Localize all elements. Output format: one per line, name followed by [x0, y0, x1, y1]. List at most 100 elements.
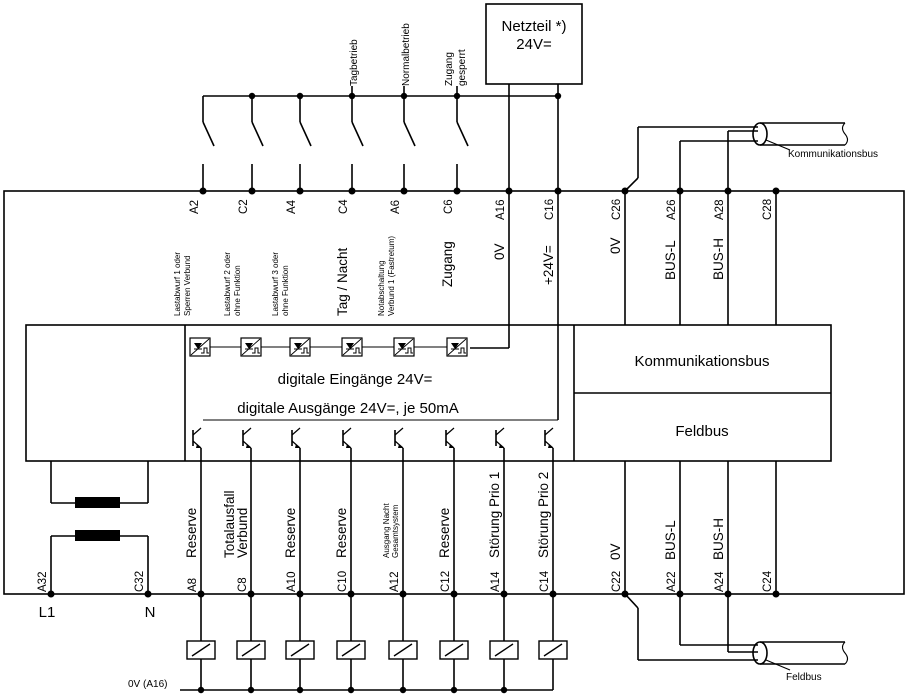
label-a8: Reserve — [184, 508, 199, 558]
label-c14: Störung Prio 2 — [536, 472, 551, 558]
output-function-labels: Reserve Totalausfall Verbund Reserve Res… — [184, 472, 726, 560]
power-supply: Netzteil *) 24V= — [485, 3, 583, 85]
label-c12: Reserve — [437, 508, 452, 558]
relay-7 — [489, 640, 519, 660]
label-gesperrt: gesperrt — [457, 49, 468, 86]
optocoupler-3 — [289, 337, 311, 357]
label-a2-line1: Lastabwurf 1 oder — [173, 252, 182, 316]
label-c16: +24V= — [541, 245, 556, 285]
label-a4-line2: ohne Funktion — [281, 265, 290, 316]
pin-c22: C22 — [611, 571, 623, 592]
optocoupler-1 — [189, 337, 211, 357]
transistor-5 — [394, 427, 404, 449]
label-tagbetrieb: Tagbetrieb — [349, 39, 360, 86]
label-c22: 0V — [608, 543, 623, 560]
pin-a14: A14 — [490, 571, 502, 592]
label-a10: Reserve — [283, 508, 298, 558]
pin-a24: A24 — [714, 571, 726, 592]
label-a12-line2: Gesamtsystem — [391, 504, 400, 558]
power-supply-title: Netzteil *) — [501, 18, 566, 35]
transistor-2 — [242, 427, 252, 449]
label-a16: 0V — [492, 243, 507, 260]
label-c4: Tag / Nacht — [335, 247, 350, 316]
label-a28: BUS-H — [711, 238, 726, 280]
pin-c26: C26 — [611, 199, 623, 220]
pin-a10: A10 — [286, 572, 298, 592]
input-optocouplers — [189, 337, 468, 357]
label-a12-line1: Ausgang Nacht — [382, 503, 391, 558]
pin-a4: A4 — [286, 199, 298, 214]
relay-8 — [538, 640, 568, 660]
mains-l1: L1 — [39, 604, 56, 621]
pin-a26: A26 — [666, 200, 678, 220]
pin-c10: C10 — [337, 571, 349, 592]
input-function-labels: Lastabwurf 1 oder Sperren Verbund Lastab… — [173, 236, 726, 316]
power-supply-voltage: 24V= — [516, 36, 552, 53]
pin-a22: A22 — [666, 572, 678, 592]
pin-c8: C8 — [237, 577, 249, 592]
input-wiring — [202, 84, 562, 191]
transistor-6 — [445, 427, 455, 449]
label-zugang: Zugang — [444, 52, 455, 86]
pin-c6: C6 — [443, 199, 455, 214]
label-normalbetrieb: Normalbetrieb — [401, 23, 412, 86]
pin-a28: A28 — [714, 200, 726, 220]
label-a4-line1: Lastabwurf 3 oder — [271, 252, 280, 316]
pin-a16: A16 — [495, 200, 507, 220]
zero-volt-reference: 0V (A16) — [128, 679, 167, 690]
comm-bus-cable-label: Kommunikationsbus — [788, 149, 878, 160]
optocoupler-6 — [446, 337, 468, 357]
field-bus-cable-label: Feldbus — [786, 672, 822, 683]
pin-a8: A8 — [187, 578, 199, 592]
transistor-3 — [291, 427, 301, 449]
top-pin-labels: A2 C2 A4 C4 A6 C6 A16 C16 C26 A26 A28 C2… — [189, 199, 774, 220]
relay-1 — [186, 640, 216, 660]
label-a6-line2: Verbund 1 (Fastretum) — [387, 236, 396, 316]
optocoupler-2 — [240, 337, 262, 357]
label-a2-line2: Sperren Verbund — [183, 256, 192, 317]
pin-c16: C16 — [544, 199, 556, 220]
output-relays — [180, 594, 568, 694]
pin-c24: C24 — [762, 570, 774, 592]
inputs-label: digitale Eingänge 24V= — [278, 371, 433, 388]
pin-c32: C32 — [134, 571, 146, 592]
field-bus-module-label: Feldbus — [675, 423, 728, 440]
optocoupler-5 — [393, 337, 415, 357]
label-c8-line2: Verbund — [235, 508, 250, 558]
internal-bottom-wires — [200, 448, 777, 594]
pin-c14: C14 — [539, 570, 551, 592]
label-c26: 0V — [608, 237, 623, 254]
pin-c12: C12 — [440, 571, 452, 592]
label-c2-line1: Lastabwurf 2 oder — [223, 252, 232, 316]
label-c6: Zugang — [440, 241, 455, 287]
relay-6 — [439, 640, 469, 660]
outputs-label: digitale Ausgänge 24V=, je 50mA — [237, 400, 458, 417]
transistor-4 — [342, 427, 352, 449]
bottom-pin-labels: A32 C32 A8 C8 A10 C10 A12 C12 A14 C14 C2… — [37, 570, 774, 592]
pin-a2: A2 — [189, 200, 201, 214]
transistor-7 — [495, 427, 505, 449]
pin-a32: A32 — [37, 572, 49, 592]
label-a6-line1: Notabschaltung — [377, 260, 386, 316]
relay-5 — [388, 640, 418, 660]
relay-3 — [285, 640, 315, 660]
label-a24: BUS-H — [711, 518, 726, 560]
transistor-1 — [192, 427, 202, 449]
comm-bus-module-label: Kommunikationsbus — [634, 353, 769, 370]
relay-4 — [336, 640, 366, 660]
comm-bus-cable: Kommunikationsbus — [624, 122, 878, 192]
label-a26: BUS-L — [663, 240, 678, 280]
internal-top-wires — [203, 191, 777, 421]
transformer — [50, 461, 149, 594]
pin-c2: C2 — [238, 199, 250, 214]
pin-c28: C28 — [762, 199, 774, 220]
mains-n: N — [145, 604, 156, 621]
optocoupler-4 — [341, 337, 363, 357]
transistor-8 — [544, 427, 554, 449]
field-bus-cable: Feldbus — [624, 593, 849, 683]
relay-2 — [236, 640, 266, 660]
pin-c4: C4 — [338, 199, 350, 214]
label-a14: Störung Prio 1 — [487, 472, 502, 558]
pin-a12: A12 — [389, 572, 401, 592]
